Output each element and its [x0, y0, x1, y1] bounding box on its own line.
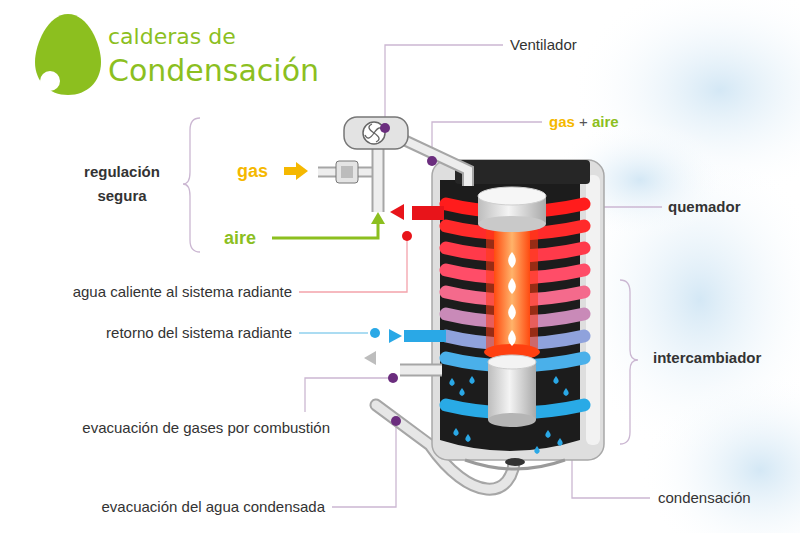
fan-and-gas-valve-part — [341, 166, 353, 178]
flame-icons-part — [508, 330, 516, 346]
logo-egg-part — [35, 14, 101, 95]
part-label: quemador — [668, 198, 741, 216]
flow-arrows-part — [284, 167, 297, 175]
flame-icons-part — [508, 278, 516, 294]
exhaust-pipe-part — [400, 366, 442, 375]
fan-and-gas-valve-part — [404, 140, 468, 186]
burner — [478, 187, 546, 427]
flow-arrows-part — [272, 222, 378, 238]
leader-lines-part — [572, 460, 650, 498]
burner-part — [478, 216, 546, 232]
boiler-housing — [432, 160, 604, 469]
flow-label: aire — [224, 227, 256, 249]
part-label: intercambiador — [653, 349, 761, 367]
leader-lines-part — [385, 45, 503, 128]
logo-egg-part — [40, 71, 60, 91]
exhaust-pipe-part — [364, 351, 376, 365]
leader-lines-part — [183, 118, 200, 252]
fan-and-gas-valve — [318, 117, 468, 212]
water-drops-part — [534, 446, 539, 454]
boiler-housing-part — [455, 160, 590, 184]
flow-label: aire — [592, 113, 619, 131]
leader-dots-part — [388, 373, 398, 383]
return-pipe-part — [404, 330, 446, 342]
water-drops-part — [557, 438, 562, 446]
flow-label: + — [579, 113, 588, 131]
flow-arrows-part — [371, 212, 385, 224]
leader-lines-part — [332, 421, 396, 507]
water-drops-part — [469, 376, 474, 384]
leader-dots — [380, 123, 437, 426]
water-drops-part — [453, 428, 458, 436]
flame-icons-part — [508, 304, 516, 320]
page-title: calderas de Condensación — [108, 20, 368, 88]
flow-label: gas — [549, 113, 575, 131]
leader-dots-part — [427, 156, 437, 166]
part-label: agua caliente al sistema radiante — [73, 283, 292, 301]
fan-and-gas-valve-part — [374, 146, 383, 212]
burner-part — [488, 355, 536, 369]
water-drops-part — [553, 376, 558, 384]
leader-lines-part — [299, 332, 368, 333]
exhaust-pipe — [364, 351, 442, 370]
return-pipe — [370, 328, 446, 343]
water-drops-part — [545, 430, 550, 438]
burner-part — [478, 187, 546, 205]
leader-lines-part — [299, 236, 407, 292]
part-label: condensación — [658, 489, 751, 507]
return-pipe-part — [370, 328, 380, 338]
flow-arrows — [272, 162, 385, 238]
part-label: Ventilador — [510, 36, 577, 54]
burner-part — [494, 226, 530, 352]
hot-water-pipe-part — [402, 231, 412, 241]
water-drops-part — [563, 388, 568, 396]
flame-icons-part — [508, 252, 516, 268]
exhaust-pipe-part — [400, 364, 442, 377]
boiler-housing-part — [432, 160, 604, 460]
boiler-housing-part — [505, 458, 525, 466]
burner-part — [488, 413, 536, 427]
leader-lines — [183, 45, 662, 507]
part-label: evacuación de gases por combustión — [82, 419, 330, 437]
part-label: evacuación del agua condensada — [101, 498, 325, 516]
fan-and-gas-valve-part — [336, 161, 358, 183]
fan-and-gas-valve-part — [404, 140, 468, 186]
logo-egg — [35, 14, 101, 95]
hot-water-pipe — [390, 204, 444, 241]
leader-dots-part — [380, 123, 390, 133]
fan-and-gas-valve-part — [344, 117, 408, 149]
fan-and-gas-valve-part — [372, 146, 385, 212]
burner-part — [486, 226, 538, 352]
fan-and-gas-valve-part — [318, 167, 378, 178]
water-drops-part — [449, 378, 454, 386]
leader-lines-part — [620, 280, 638, 444]
return-pipe-part — [389, 329, 402, 343]
water-drops-part — [465, 434, 470, 442]
water-drops-part — [459, 388, 464, 396]
hot-water-pipe-part — [390, 204, 404, 220]
hot-water-pipe-part — [412, 206, 444, 220]
leader-dots-part — [391, 416, 401, 426]
flow-arrows-part — [296, 162, 308, 180]
group-label: regulación segura — [67, 160, 177, 208]
part-label: retorno del sistema radiante — [106, 324, 292, 342]
background-swirl-part — [640, 370, 800, 533]
flow-label: gas — [237, 160, 268, 182]
flame-icons — [508, 252, 516, 346]
burner-part — [488, 362, 536, 420]
